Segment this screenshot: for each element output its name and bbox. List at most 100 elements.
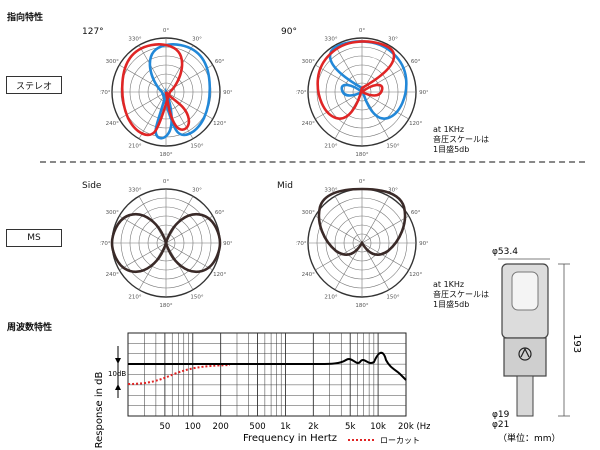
polar-angle-label: 300° xyxy=(302,210,315,216)
ms-mode-label: MS xyxy=(6,229,62,247)
frequency-heading: 周波数特性 xyxy=(7,323,53,333)
polar-angle-label: 90° xyxy=(223,241,232,247)
polar-grid-spoke xyxy=(315,215,363,244)
polar-grid-spoke xyxy=(361,91,409,120)
polar-title-127: 127° xyxy=(82,27,104,37)
polar-angle-label: 90° xyxy=(223,90,232,96)
polar-angle-label: 210° xyxy=(128,295,141,301)
polar-angle-label: 300° xyxy=(106,210,119,216)
polar-grid-spoke xyxy=(334,196,363,244)
y-axis-label: Response in dB xyxy=(94,372,105,449)
polar-title-side: Side xyxy=(82,181,102,191)
polar-curve-red xyxy=(120,43,191,137)
polar-angle-label: 270° xyxy=(100,90,111,96)
x-tick-label: 5k xyxy=(345,422,355,432)
db-marker-label: 10dB xyxy=(108,370,126,378)
polar-angle-label: 90° xyxy=(419,241,428,247)
polar-grid-spoke xyxy=(361,196,390,244)
polar-angle-label: 240° xyxy=(106,272,119,278)
polar-angle-label: 120° xyxy=(409,121,422,127)
scale-note-desc: 音圧スケールは xyxy=(433,135,489,144)
polar-grid-spoke xyxy=(119,242,167,271)
polar-grid-spoke xyxy=(165,215,213,244)
db-marker-arrow-top xyxy=(115,358,121,364)
polar-angle-label: 30° xyxy=(388,36,398,42)
polar-angle-label: 180° xyxy=(355,152,368,158)
dim-top-label: φ53.4 xyxy=(492,247,518,257)
polar-angle-label: 270° xyxy=(100,241,111,247)
x-tick-label: 500 xyxy=(249,422,265,432)
polar-angle-label: 0° xyxy=(359,179,365,185)
brand-logo-mark xyxy=(520,347,530,358)
polar-plot-stereo-90: 0°30°60°90°120°150°180°210°240°270°300°3… xyxy=(296,28,428,158)
polar-plot-ms-mid: 0°30°60°90°120°150°180°210°240°270°300°3… xyxy=(296,179,428,309)
polar-angle-label: 240° xyxy=(302,121,315,127)
microphone-dimension-drawing: φ53.4 193 φ19 φ21 （単位：mm） xyxy=(492,247,582,444)
dim-height-label: 193 xyxy=(571,334,582,353)
dim-d2-label: φ21 xyxy=(492,420,509,430)
scale-note-ms: at 1KHz 音圧スケールは 1目盛5db xyxy=(433,280,489,310)
polar-angle-label: 270° xyxy=(296,90,307,96)
polar-angle-label: 30° xyxy=(192,187,202,193)
polar-grid-spoke xyxy=(361,242,409,271)
polar-angle-label: 180° xyxy=(355,303,368,309)
polar-angle-label: 300° xyxy=(302,59,315,65)
lowcut-curve xyxy=(127,364,231,385)
mic-grille xyxy=(511,271,539,311)
polar-angle-label: 60° xyxy=(215,210,225,216)
x-tick-label: 100 xyxy=(185,422,201,432)
polar-grid-spoke xyxy=(138,91,167,139)
polar-angle-label: 210° xyxy=(128,144,141,150)
mic-connector xyxy=(516,375,534,417)
dim-unit-label: （単位：mm） xyxy=(498,432,561,444)
polar-grid-spoke xyxy=(361,215,409,244)
polar-angle-label: 330° xyxy=(128,187,141,193)
response-curve xyxy=(128,351,407,381)
mic-body xyxy=(503,337,547,377)
polar-plot-ms-side: 0°30°60°90°120°150°180°210°240°270°300°3… xyxy=(100,179,232,309)
stereo-mode-label: ステレオ xyxy=(6,76,62,94)
polar-angle-label: 330° xyxy=(324,187,337,193)
polar-plot-stereo-127: 0°30°60°90°120°150°180°210°240°270°300°3… xyxy=(100,28,232,158)
polar-curve-mid xyxy=(317,187,407,256)
scale-note-step: 1目盛5db xyxy=(433,145,470,154)
x-tick-label: 1k xyxy=(280,422,290,432)
frequency-grid xyxy=(127,332,407,417)
x-tick-label: 50 xyxy=(159,422,170,432)
directivity-heading: 指向特性 xyxy=(7,13,44,23)
section-divider xyxy=(40,161,585,163)
polar-angle-label: 0° xyxy=(163,179,169,185)
polar-grid-spoke xyxy=(165,45,194,93)
scale-note-stereo: at 1KHz 音圧スケールは 1目盛5db xyxy=(433,125,489,155)
polar-angle-label: 30° xyxy=(192,36,202,42)
polar-grid-spoke xyxy=(165,242,213,271)
polar-grid-spoke xyxy=(315,91,363,120)
dim-d1-label: φ19 xyxy=(492,410,510,420)
polar-angle-label: 0° xyxy=(163,28,169,34)
polar-angle-label: 210° xyxy=(324,295,337,301)
x-axis-label: Frequency in Hertz xyxy=(243,433,337,444)
polar-angle-label: 330° xyxy=(324,36,337,42)
scale-note-step: 1目盛5db xyxy=(433,300,470,309)
polar-angle-label: 180° xyxy=(159,303,172,309)
polar-angle-label: 120° xyxy=(409,272,422,278)
x-tick-label: 2k xyxy=(308,422,318,432)
polar-angle-label: 60° xyxy=(215,59,225,65)
polar-grid-spoke xyxy=(119,215,167,244)
polar-curve-side xyxy=(110,212,222,274)
polar-angle-label: 240° xyxy=(302,272,315,278)
polar-grid-spoke xyxy=(138,45,167,93)
polar-title-90: 90° xyxy=(281,27,297,37)
scale-note-freq: at 1KHz xyxy=(433,280,465,289)
polar-grid-spoke xyxy=(165,91,194,139)
scale-note-desc: 音圧スケールは xyxy=(433,290,489,299)
polar-angle-label: 150° xyxy=(190,144,203,150)
x-tick-label: 200 xyxy=(213,422,229,432)
polar-title-mid: Mid xyxy=(277,181,293,191)
polar-angle-label: 60° xyxy=(411,59,421,65)
polar-curve-red xyxy=(316,40,396,120)
polar-angle-label: 30° xyxy=(388,187,398,193)
polar-angle-label: 120° xyxy=(213,272,226,278)
